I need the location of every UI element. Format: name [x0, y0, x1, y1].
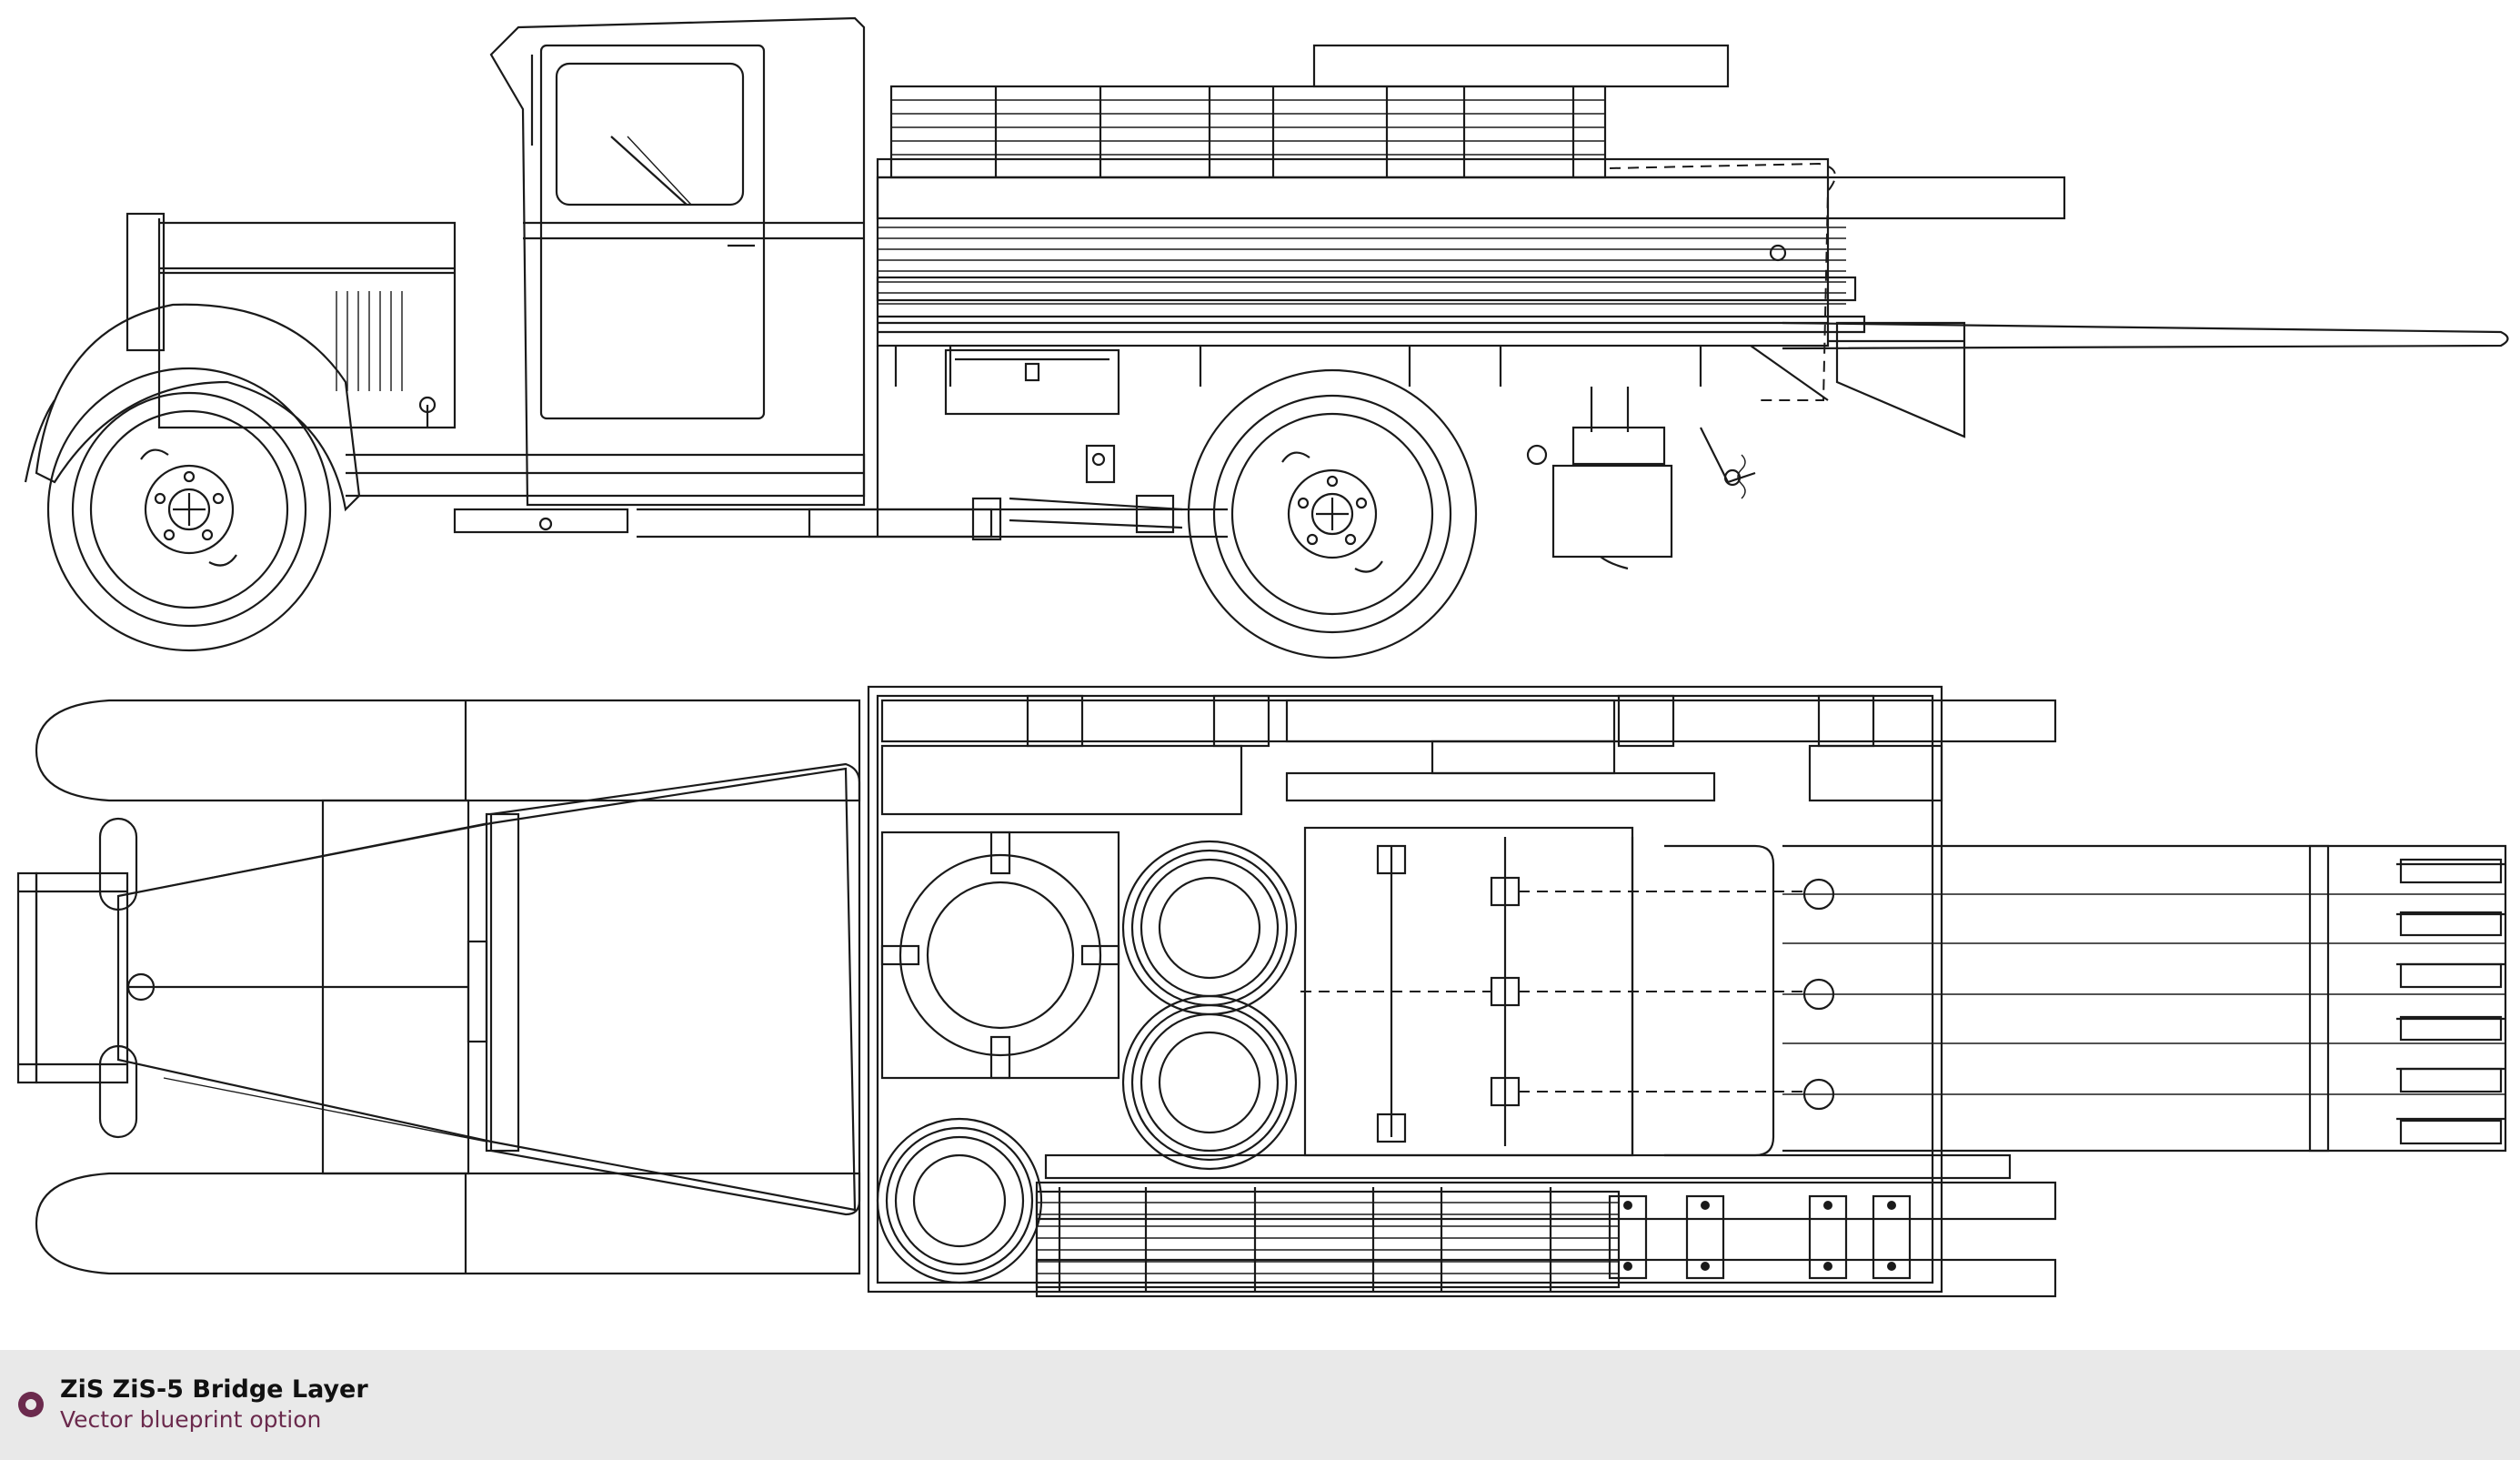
drawing-title: ZiS ZiS-5 Bridge Layer — [60, 1375, 368, 1404]
side-planks — [876, 44, 2066, 334]
cab — [489, 16, 866, 507]
rear-chassis — [1526, 387, 1756, 570]
top-hood — [16, 799, 470, 1175]
hood — [125, 212, 457, 429]
footer-bar: ZiS ZiS-5 Bridge Layer Vector blueprint … — [0, 1350, 2520, 1460]
top-planks-lower — [1035, 1153, 2057, 1298]
drive-shaft — [1009, 444, 1183, 534]
front-fender — [35, 303, 361, 512]
ring-logo-icon — [18, 1392, 44, 1417]
blueprint-drawing — [16, 16, 2509, 1298]
drawing-subtitle: Vector blueprint option — [60, 1406, 322, 1433]
top-fenders — [35, 699, 861, 1275]
top-view — [16, 685, 2507, 1298]
rear-wheel — [1187, 368, 1478, 660]
winch-assembly — [1300, 826, 1835, 1157]
top-bed — [867, 685, 1943, 1294]
top-beams — [1782, 844, 2507, 1153]
side-view — [24, 16, 2509, 660]
trapezoid-ramp — [116, 762, 861, 1216]
front-wheel — [46, 367, 332, 652]
cable-reels — [876, 831, 1298, 1284]
frame — [346, 453, 1228, 541]
ramp-beams — [1609, 162, 2509, 438]
cargo-bed — [876, 157, 1830, 537]
top-planks-upper — [880, 694, 2057, 816]
hood-louvers — [336, 291, 403, 391]
